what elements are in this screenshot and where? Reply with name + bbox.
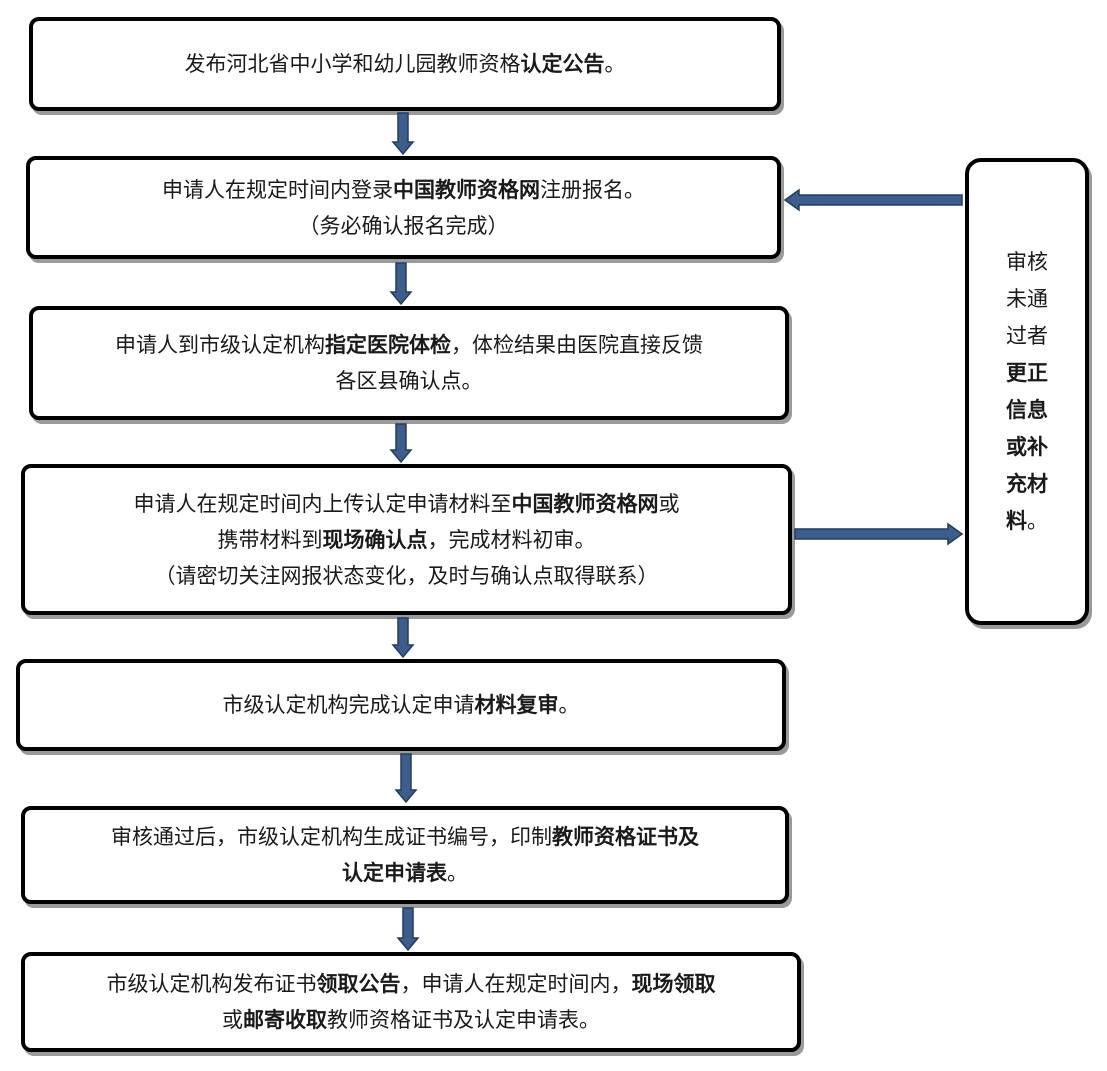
step-4-text: 携带材料到 [217,527,323,552]
side-box-text: 未通 [1006,286,1048,311]
step-4-line: （请密切关注网报状态变化，及时与确认点取得联系） [155,558,659,594]
step-7-emphasis-text: 邮寄收取 [243,1008,327,1032]
step-7-text: 或 [222,1008,243,1032]
side-box-emphasis-text: 料 [1006,508,1027,533]
step-3-line: 申请人到市级认定机构指定医院体检，体检结果由医院直接反馈 [115,327,703,363]
step-4-emphasis-text: 现场确认点 [322,527,428,552]
step-1-line: 发布河北省中小学和幼儿园教师资格认定公告。 [185,46,626,82]
side-box-text: 。 [1027,508,1048,533]
step-3-text: 各区县确认点。 [335,369,483,393]
side-box-emphasis-text: 充材 [1006,471,1048,496]
step-4-text: 申请人在规定时间内上传认定申请材料至 [133,491,512,516]
down-arrow-4 [391,617,415,659]
side-box-emphasis-text: 或补 [1006,434,1048,459]
side-box-line: 未通 [1006,281,1048,318]
revision-side-box: 审核未通过者更正信息或补充材料。 [965,158,1089,625]
side-box-text: 审核 [1006,249,1048,274]
side-box-line: 或补 [1006,429,1048,466]
step-1-emphasis-text: 认定公告 [520,52,605,76]
step-1-text: 发布河北省中小学和幼儿园教师资格 [184,52,521,76]
down-arrow-2 [389,262,413,306]
step-5-box: 市级认定机构完成认定申请材料复审。 [16,659,786,751]
step-5-emphasis-text: 材料复审 [474,693,559,717]
feedback-arrow-left [783,188,963,212]
step-6-emphasis-text: 教师资格证书及 [552,825,699,849]
step-5-line: 市级认定机构完成认定申请材料复审。 [223,687,580,723]
step-7-emphasis-text: 现场领取 [631,972,716,996]
step-7-line: 市级认定机构发布证书领取公告，申请人在规定时间内，现场领取 [107,966,716,1002]
step-4-box: 申请人在规定时间内上传认定申请材料至中国教师资格网或携带材料到现场确认点，完成材… [21,464,792,615]
side-box-emphasis-text: 信息 [1006,397,1048,422]
step-4-text: 或 [658,491,680,516]
side-box-line: 更正 [1006,355,1048,392]
step-4-text: （请密切关注网报状态变化，及时与确认点取得联系） [154,563,659,588]
step-6-text: 。 [447,861,468,885]
step-4-line: 携带材料到现场确认点，完成材料初审。 [218,522,596,558]
step-2-line: 申请人在规定时间内登录中国教师资格网注册报名。 [162,172,645,208]
step-4-emphasis-text: 中国教师资格网 [511,491,659,516]
step-3-text: ，体检结果由医院直接反馈 [451,333,703,357]
side-box-line: 信息 [1006,392,1048,429]
step-6-emphasis-text: 认定申请表 [342,861,447,885]
step-4-line: 申请人在规定时间内上传认定申请材料至中国教师资格网或 [134,486,680,522]
step-4-text: ，完成材料初审。 [427,527,596,552]
step-6-box: 审核通过后，市级认定机构生成证书编号，印制教师资格证书及认定申请表。 [21,806,789,904]
side-box-line: 审核 [1006,244,1048,281]
step-7-text: 教师资格证书及认定申请表。 [327,1008,600,1032]
side-box-emphasis-text: 更正 [1006,360,1048,385]
step-6-line: 审核通过后，市级认定机构生成证书编号，印制教师资格证书及 [111,819,699,855]
down-arrow-1 [391,112,415,156]
side-box-text: 过者 [1006,323,1048,348]
side-box-line: 过者 [1006,318,1048,355]
side-box-line: 料。 [1006,503,1048,540]
step-2-box: 申请人在规定时间内登录中国教师资格网注册报名。 （务必确认报名完成） [26,156,781,259]
step-2-emphasis-text: 中国教师资格网 [393,177,540,202]
step-3-text: 申请人到市级认定机构 [115,333,325,357]
step-2-line: （务必确认报名完成） [299,208,509,244]
down-arrow-6 [396,907,420,952]
step-3-box: 申请人到市级认定机构指定医院体检，体检结果由医院直接反馈各区县确认点。 [29,306,789,420]
step-7-text: 市级认定机构发布证书 [106,972,317,996]
step-2-text: （务必确认报名完成） [298,213,509,238]
step-1-box: 发布河北省中小学和幼儿园教师资格认定公告。 [29,17,781,111]
down-arrow-3 [389,423,413,464]
step-5-text: 。 [558,693,580,717]
step-2-text: 注册报名。 [540,177,645,202]
step-2-text: 申请人在规定时间内登录 [162,177,393,202]
step-6-line: 认定申请表。 [342,855,468,891]
step-7-emphasis-text: 领取公告 [316,972,401,996]
step-6-text: 审核通过后，市级认定机构生成证书编号，印制 [111,825,552,849]
down-arrow-5 [394,753,418,804]
step-1-text: 。 [604,52,626,76]
feedback-arrow-right [794,522,964,546]
side-box-line: 充材 [1006,466,1048,503]
step-3-emphasis-text: 指定医院体检 [325,333,451,357]
step-5-text: 市级认定机构完成认定申请 [222,693,475,717]
step-7-line: 或邮寄收取教师资格证书及认定申请表。 [222,1002,600,1038]
step-7-text: ，申请人在规定时间内， [400,972,632,996]
step-3-line: 各区县确认点。 [336,363,483,399]
step-7-box: 市级认定机构发布证书领取公告，申请人在规定时间内，现场领取或邮寄收取教师资格证书… [21,952,801,1052]
